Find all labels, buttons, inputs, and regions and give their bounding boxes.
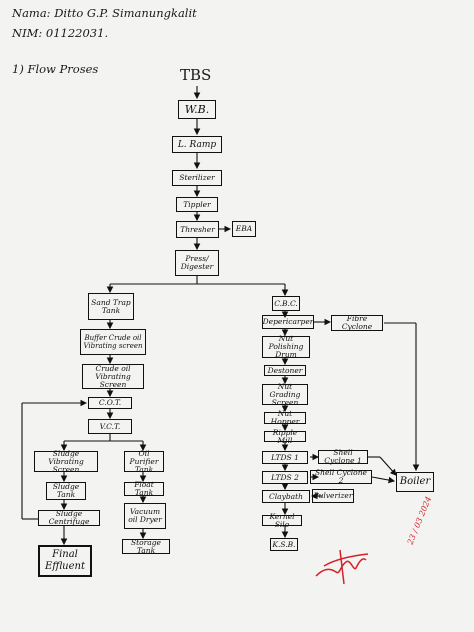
node-shell-cyclone-2: Shell Cyclone 2 bbox=[310, 469, 372, 485]
node-final-effluent: Final Effluent bbox=[38, 545, 92, 577]
node-depericarper: Depericarper bbox=[262, 315, 314, 329]
node-ksb: K.S.B. bbox=[270, 538, 298, 551]
student-name: Nama: Ditto G.P. Simanungkalit bbox=[12, 6, 197, 20]
node-float-tank: Float Tank bbox=[124, 481, 164, 497]
node-tbs: TBS bbox=[180, 66, 212, 84]
node-ltds-2: LTDS 2 bbox=[262, 471, 308, 484]
node-claybath: Claybath bbox=[262, 490, 310, 503]
node-loading-ramp: L. Ramp bbox=[172, 136, 222, 153]
node-fibre-cyclone: Fibre Cyclone bbox=[331, 315, 383, 331]
node-sludge-centrifuge: Sludge Centrifuge bbox=[38, 510, 100, 526]
signature-mark bbox=[315, 549, 369, 585]
node-storage-tank: Storage Tank bbox=[122, 538, 170, 554]
node-vct: V.C.T. bbox=[88, 419, 132, 434]
node-nut-grading-screen: Nut Grading Screen bbox=[262, 382, 308, 406]
node-vacuum-oil-dryer: Vacuum oil Dryer bbox=[124, 503, 166, 529]
node-buffer-crude-oil-vibrating-screen: Buffer Crude oil Vibrating screen bbox=[80, 329, 146, 355]
node-eba: EBA bbox=[232, 221, 256, 237]
node-tippler: Tippler bbox=[176, 197, 218, 212]
node-kernel-silo: Kernel Silo bbox=[262, 512, 302, 528]
node-ltds-1: LTDS 1 bbox=[262, 451, 308, 464]
node-oil-purifier-tank: Oil Purifier Tank bbox=[124, 449, 164, 473]
node-nut-hopper: Nut Hopper bbox=[264, 410, 306, 426]
student-nim: NIM: 01122031. bbox=[12, 26, 109, 40]
node-sterilizer: Sterilizer bbox=[172, 170, 222, 186]
node-weighbridge: W.B. bbox=[178, 100, 216, 119]
node-nut-polishing-drum: Nut Polishing Drum bbox=[262, 335, 310, 359]
node-sludge-tank: Sludge Tank bbox=[46, 482, 86, 500]
node-sand-trap-tank: Sand Trap Tank bbox=[88, 293, 134, 320]
node-cbc: C.B.C. bbox=[272, 296, 300, 311]
node-destoner: Destoner bbox=[264, 365, 306, 376]
node-thresher: Thresher bbox=[176, 221, 219, 238]
node-press-digester: Press/ Digester bbox=[175, 250, 219, 276]
section-title: 1) Flow Proses bbox=[12, 62, 99, 76]
node-shell-cyclone-1: Shell Cyclone 1 bbox=[318, 449, 368, 465]
node-pulverizer: Pulverizer bbox=[312, 489, 354, 503]
node-sludge-vibrating-screen: Sludge Vibrating Screen bbox=[34, 449, 98, 473]
node-cot: C.O.T. bbox=[88, 397, 132, 409]
node-boiler: Boiler bbox=[396, 472, 434, 492]
node-crude-oil-vibrating-screen: Crude oil Vibrating Screen bbox=[82, 364, 144, 389]
node-ripple-mill: Ripple Mill bbox=[264, 428, 306, 444]
